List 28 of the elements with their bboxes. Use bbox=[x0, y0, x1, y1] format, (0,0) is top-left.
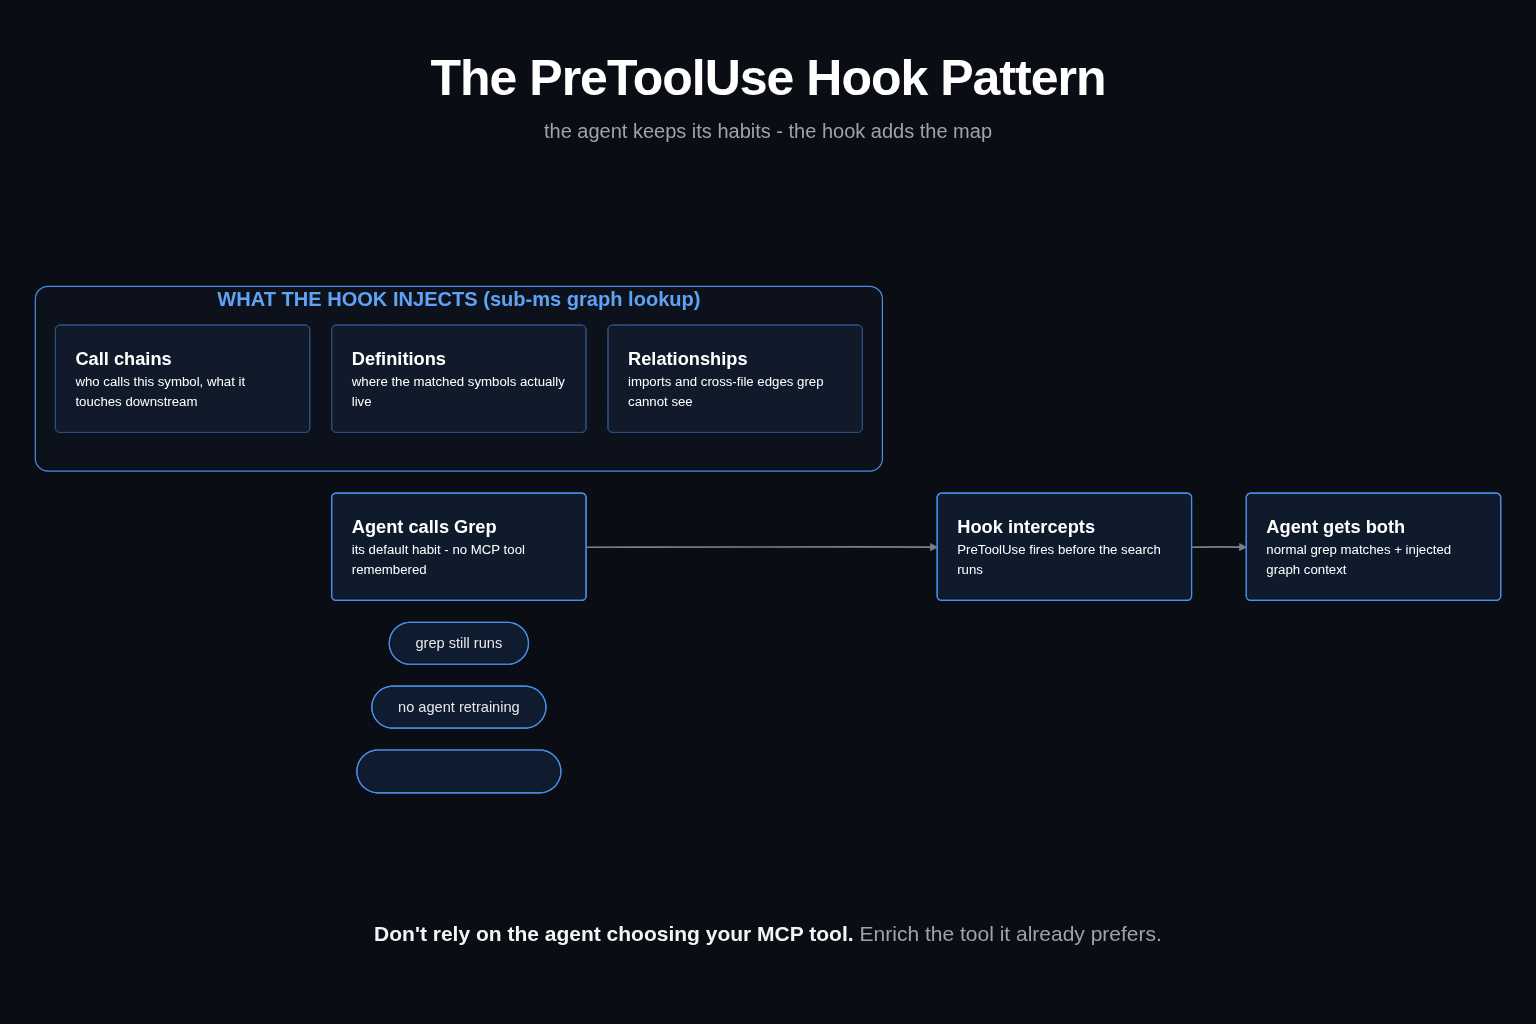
tag-pill bbox=[371, 686, 547, 730]
group-title: WHAT THE HOOK INJECTS (sub-ms graph lookup) bbox=[217, 287, 701, 314]
tag-pill bbox=[356, 749, 562, 794]
process-box bbox=[936, 492, 1193, 602]
node-text: PreToolUse fires before the search runs bbox=[957, 541, 1162, 580]
node-heading: Definitions bbox=[351, 348, 446, 372]
tag-text: no agent retraining bbox=[397, 698, 521, 717]
node-text: its default habit - no MCP tool remembered bbox=[351, 541, 526, 580]
process-box bbox=[1245, 492, 1502, 602]
node-text: where the matched symbols actually live bbox=[351, 373, 566, 412]
info-card bbox=[54, 325, 311, 434]
node-heading: Hook intercepts bbox=[957, 516, 1096, 540]
footer-note: Don't rely on the agent choosing your MCP tool. bbox=[374, 922, 854, 945]
title: The PreToolUse Hook Pattern bbox=[430, 50, 1106, 108]
info-card bbox=[331, 325, 587, 434]
node-text: who calls this symbol, what it touches downstream bbox=[75, 373, 247, 412]
node-text: imports and cross-file edges grep cannot see bbox=[628, 373, 825, 412]
info-card bbox=[607, 325, 863, 434]
node-heading: Relationships bbox=[628, 348, 748, 372]
node-heading: Call chains bbox=[75, 348, 172, 372]
node-heading: Agent calls Grep bbox=[351, 516, 497, 540]
node-text: normal grep matches + injected graph context bbox=[1266, 541, 1453, 580]
tag-pill bbox=[388, 622, 530, 666]
process-box bbox=[331, 492, 587, 602]
tag-text: grep still runs bbox=[414, 634, 504, 653]
subtitle: the agent keeps its habits - the hook adds the map bbox=[543, 118, 993, 144]
footer-note: Enrich the tool it already prefers. bbox=[859, 922, 1162, 945]
node-heading: Agent gets both bbox=[1266, 516, 1406, 540]
